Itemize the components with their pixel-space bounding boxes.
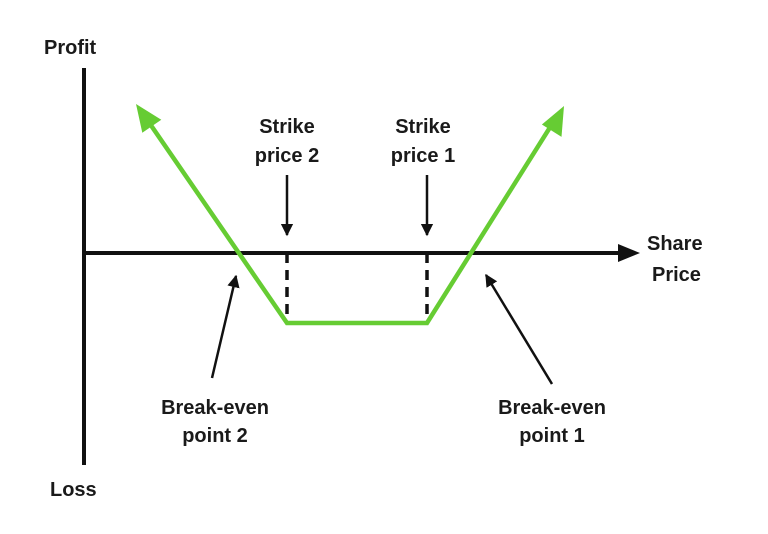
break-even-1-arrow (484, 273, 554, 385)
payoff-right-arrowhead (541, 106, 564, 137)
loss-label: Loss (50, 479, 97, 501)
profit-label: Profit (44, 37, 97, 59)
strike-price-1-label-line-2: price 1 (391, 145, 455, 167)
horizontal-axis-arrowhead (618, 244, 640, 262)
strike-price-2-label-line-1: Strike (259, 116, 315, 138)
share-price-label-line-1: Share (647, 233, 703, 255)
break-even-1-label-line-2: point 1 (519, 425, 585, 447)
break-even-2-label-line-2: point 2 (182, 425, 248, 447)
break-even-2-arrow (210, 274, 240, 379)
break-even-1-label-line-1: Break-even (498, 397, 606, 419)
payoff-left-arrowhead (136, 104, 162, 133)
strike-price-1-label-line-1: Strike (395, 116, 451, 138)
share-price-label-line-2: Price (652, 264, 701, 286)
payoff-line (146, 119, 556, 326)
strike-price-2-label-line-2: price 2 (255, 145, 319, 167)
break-even-2-label-line-1: Break-even (161, 397, 269, 419)
